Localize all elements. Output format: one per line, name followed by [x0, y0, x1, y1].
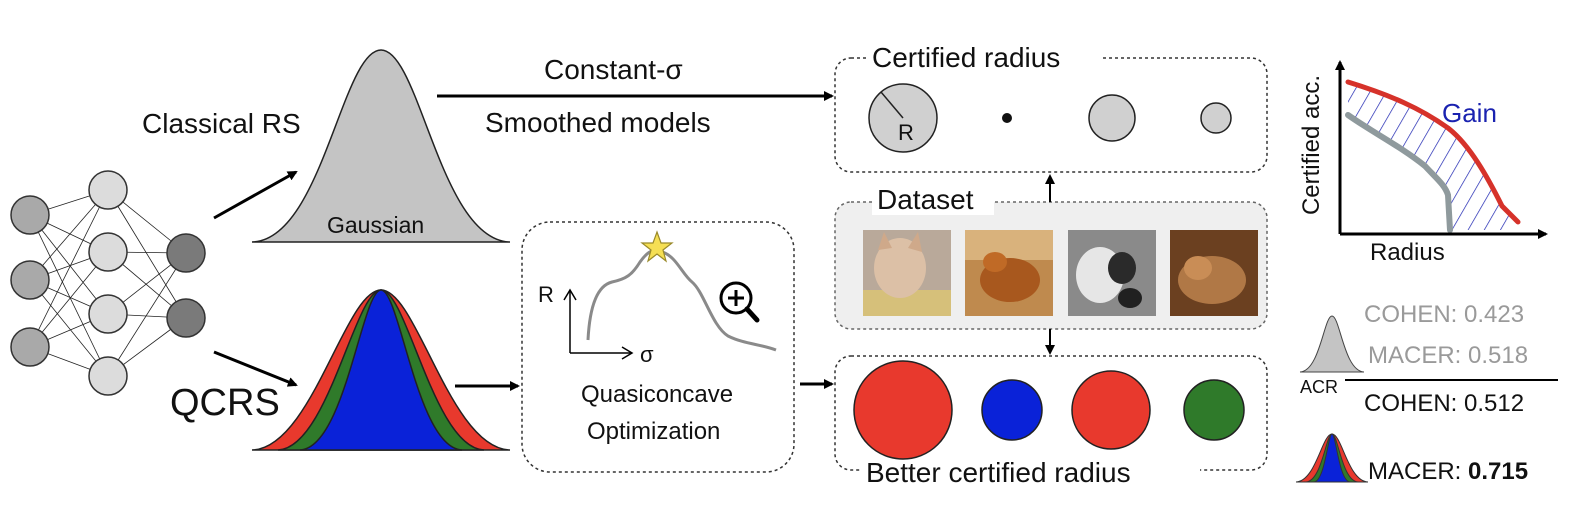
qcrs-mini-gaussians [1295, 433, 1369, 483]
dataset-image [863, 230, 951, 316]
gain-y-label: Certified acc. [1298, 74, 1325, 216]
hidden-node [88, 294, 128, 334]
arrow-to-qcrs [213, 350, 298, 387]
better-radius-circle [853, 360, 953, 460]
arrow-to-classical [213, 170, 298, 220]
radius-circle [1200, 102, 1232, 134]
optimization-axes [563, 288, 634, 360]
better-radius-circle [1071, 370, 1151, 450]
radius-circle [1002, 113, 1012, 123]
qcrs-curve [1345, 79, 1521, 225]
optimization-box [521, 221, 795, 473]
acr-method: COHEN [1364, 301, 1451, 328]
hidden-node [88, 170, 128, 210]
classical-rs-label: Classical RS [142, 108, 301, 139]
opt-y-axis-label: R [538, 282, 554, 307]
hidden-node [88, 356, 128, 396]
gain-hatch-region [1348, 82, 1518, 230]
acr-row-classical-cohen: COHEN: 0.423 [1364, 301, 1525, 328]
acr-method: MACER [1368, 342, 1455, 369]
acr-row-qcrs-cohen: COHEN: 0.512 [1364, 390, 1525, 417]
star-icon [640, 230, 674, 263]
acr-method: MACER [1368, 458, 1455, 485]
opt-x-axis-label: σ [640, 342, 654, 367]
input-node [10, 327, 50, 367]
neural-network [10, 170, 206, 396]
better-radius-box [834, 355, 1268, 471]
better-radius-title: Better certified radius [866, 457, 1131, 488]
acr-value: 0.518 [1468, 342, 1529, 369]
better-radius-circle [981, 379, 1043, 441]
radius-line [880, 91, 904, 119]
dataset-image [1068, 230, 1156, 316]
input-node [10, 260, 50, 300]
acr-row-qcrs-macer: MACER: 0.715 [1368, 458, 1529, 485]
better-radius-circle [1183, 379, 1245, 441]
certified-radius-title: Certified radius [872, 42, 1061, 73]
dataset-image [1170, 230, 1258, 316]
output-node [166, 298, 206, 338]
radius-r-label: R [898, 120, 914, 145]
optimization-label: Optimization [587, 418, 721, 445]
magnifier-plus-icon [719, 281, 760, 323]
baseline-curve [1345, 112, 1453, 233]
acr-value: 0.512 [1464, 390, 1525, 417]
acr-label: ACR [1300, 377, 1339, 397]
acr-method: COHEN [1364, 390, 1451, 417]
gain-label: Gain [1442, 98, 1497, 128]
gain-x-label: Radius [1370, 239, 1445, 266]
constant-sigma-label: Constant-σ [544, 54, 683, 85]
input-node [10, 195, 50, 235]
smoothed-models-label: Smoothed models [485, 107, 711, 138]
nn-edges [29, 189, 187, 377]
radius-circle [1088, 94, 1136, 142]
gaussian-curve [251, 49, 511, 243]
acr-value: 0.423 [1464, 301, 1525, 328]
gaussian-label: Gaussian [327, 212, 425, 238]
classical-mini-gaussian [1299, 315, 1365, 373]
qcrs-label: QCRS [170, 382, 280, 424]
gain-chart [1335, 60, 1548, 239]
acr-value: 0.715 [1468, 458, 1529, 485]
hidden-node [88, 232, 128, 272]
qcrs-gaussians [251, 289, 511, 451]
acr-row-classical-macer: MACER: 0.518 [1368, 342, 1529, 369]
quasiconcave-label: Quasiconcave [581, 381, 734, 408]
output-node [166, 233, 206, 273]
dataset-image [965, 230, 1053, 316]
dataset-title: Dataset [877, 184, 974, 215]
